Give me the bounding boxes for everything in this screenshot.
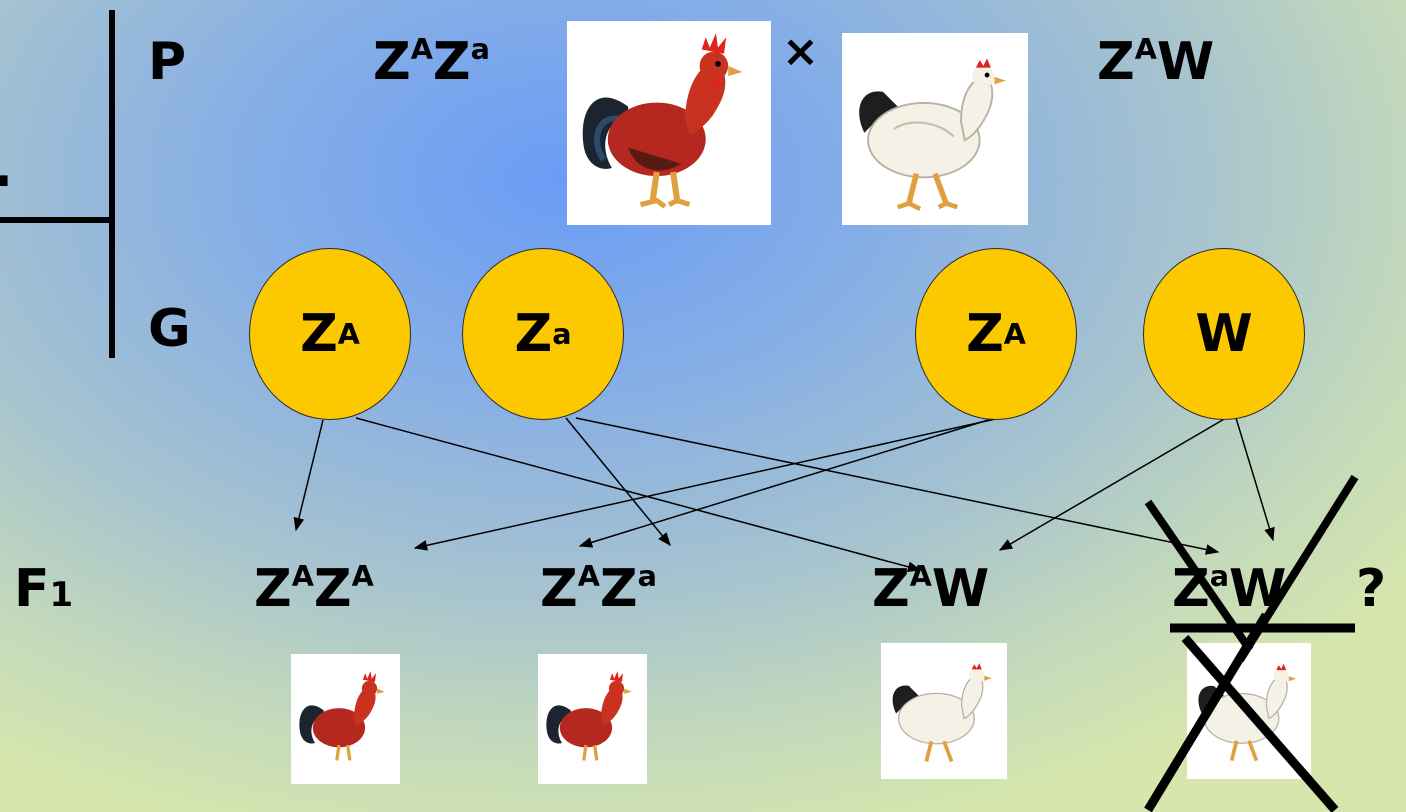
stray-dot: . [0, 140, 13, 196]
rooster-icon [546, 671, 632, 761]
arrow-W-to-f1-4 [1235, 417, 1275, 542]
hen-icon [892, 663, 992, 763]
parent-generation-label: P [148, 32, 187, 92]
hen-icon [859, 58, 1006, 212]
f1-genotype-1: ZAZA [254, 558, 374, 619]
f1-subscript: 1 [49, 575, 74, 615]
f1-generation-label: F1 [14, 563, 73, 615]
question-mark: ? [1356, 559, 1387, 619]
f1-rooster-picture-1 [291, 654, 400, 784]
arrow-ZA1-to-f1-1 [293, 419, 324, 532]
female-parent-genotype: ZAW [1097, 31, 1215, 92]
arrow-ZA2-to-f1-2 [578, 419, 989, 548]
male-parent-genotype: ZAZa [373, 31, 490, 92]
f1-genotype-2: ZAZa [540, 558, 657, 619]
f1-rooster-picture-2 [538, 654, 647, 784]
strike-x-lower-1 [1181, 635, 1339, 812]
rooster-picture [567, 21, 771, 225]
f1-genotype-3: ZAW [872, 558, 990, 619]
rooster-icon [582, 33, 743, 209]
arrow-W-to-f1-3 [998, 417, 1227, 551]
strike-x-lower-2 [1144, 612, 1270, 812]
f1-hen-picture-3 [881, 643, 1007, 779]
hen-picture [842, 33, 1028, 225]
arrow-Za-to-f1-4 [575, 417, 1220, 555]
arrow-ZA2-to-f1-1 [413, 417, 1001, 551]
f1-letter: F [14, 559, 50, 619]
gamete-arrows [293, 417, 1275, 573]
cross-symbol: × [782, 26, 819, 77]
rooster-icon [299, 671, 385, 761]
arrow-ZA1-to-f1-3 [355, 417, 922, 573]
gamete-circle-W-female: W [1143, 248, 1305, 420]
gamete-generation-label: G [148, 299, 191, 359]
